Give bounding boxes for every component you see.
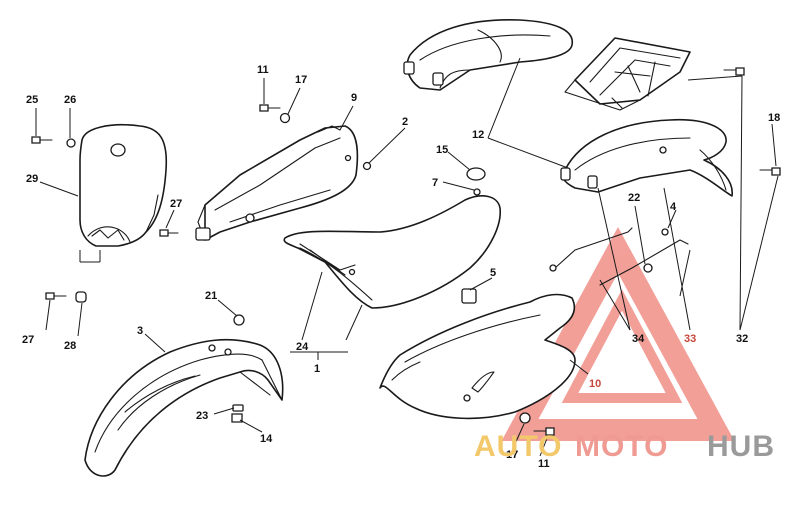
watermark-auto: AUTO: [474, 430, 562, 463]
callout-9: 9: [351, 92, 357, 104]
side-panel-left: [195, 125, 359, 241]
callout-10: 10: [589, 378, 601, 390]
callout-32: 32: [736, 333, 748, 345]
callout-17-top: 17: [295, 74, 307, 86]
callout-4: 4: [670, 201, 677, 213]
callout-labels: 25 26 29 27 27 28 11 17 9 2 15 7 12 5 21…: [22, 64, 780, 470]
callout-27-upper: 27: [170, 198, 182, 210]
callout-12: 12: [472, 129, 484, 141]
callout-23: 23: [196, 410, 208, 422]
callout-14: 14: [260, 433, 273, 445]
side-panel-right: [379, 293, 576, 420]
callout-22: 22: [628, 192, 640, 204]
callout-24: 24: [296, 341, 309, 353]
callout-3: 3: [137, 325, 143, 337]
watermark-text: AUTO MOTO HUB: [474, 430, 775, 463]
rear-fender-upper: [403, 18, 573, 91]
callout-29: 29: [26, 173, 38, 185]
rear-fender-lower: [560, 118, 733, 197]
callout-15: 15: [436, 144, 448, 156]
headlight-fairing: [79, 123, 168, 247]
watermark-hub: HUB: [707, 430, 775, 463]
front-fender: [84, 338, 284, 477]
callout-7: 7: [432, 177, 438, 189]
callout-25: 25: [26, 94, 38, 106]
callout-34: 34: [632, 333, 645, 345]
leader-lines: [35, 57, 779, 457]
watermark-moto: MOTO: [575, 430, 668, 463]
callout-26: 26: [64, 94, 76, 106]
callout-18: 18: [768, 112, 780, 124]
callout-2: 2: [402, 116, 408, 128]
callout-11-top: 11: [257, 64, 269, 76]
callout-1: 1: [314, 363, 320, 375]
callout-5: 5: [490, 267, 496, 279]
callout-28: 28: [64, 340, 76, 352]
callout-11-bottom: 11: [538, 458, 550, 470]
callout-17-bottom: 17: [506, 449, 518, 461]
callout-27-lower: 27: [22, 334, 34, 346]
watermark-triangle: [501, 226, 735, 441]
callout-21: 21: [205, 290, 217, 302]
rear-rack: [564, 37, 691, 111]
seat: [283, 195, 501, 309]
fasteners: [31, 67, 781, 436]
callout-33: 33: [684, 333, 696, 345]
